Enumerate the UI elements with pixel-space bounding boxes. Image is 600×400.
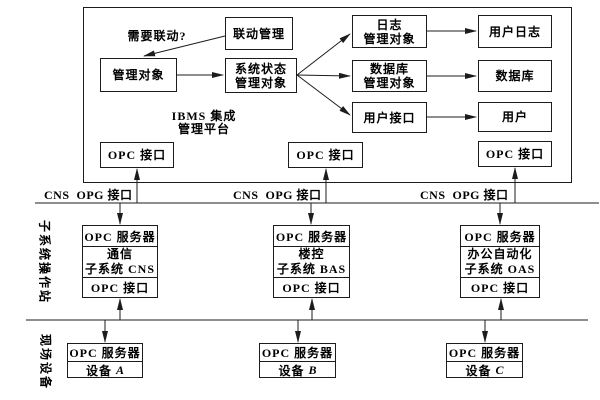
subsystem-oas-opc-interface: OPC 接口: [461, 277, 539, 297]
subsystem-cns-opc-server: OPC 服务器: [83, 226, 157, 248]
subsystem-layer-label: 子系统操作站: [37, 219, 52, 305]
subsystem-bas-opc-server: OPC 服务器: [274, 226, 349, 248]
device-b-prefix: 设备: [278, 364, 305, 378]
user-interface-box: 用户接口: [352, 102, 427, 133]
device-a-prefix: 设备: [85, 364, 112, 378]
device-a-letter: A: [116, 363, 125, 377]
subsystem-cns-opc-interface: OPC 接口: [83, 277, 157, 297]
ibms-platform-frame: [83, 7, 572, 183]
subsystem-bas-name: 楼控 子系统 BAS: [276, 247, 347, 277]
device-b: OPC 服务器 设备 B: [259, 343, 336, 378]
log-mgmt-box: 日志 管理对象: [352, 15, 427, 48]
platform-title: IBMS 集成 管理平台: [171, 109, 237, 136]
device-c-opc-server: OPC 服务器: [447, 346, 522, 362]
database-mgmt-box: 数据库 管理对象: [352, 60, 427, 92]
subsystem-bas-opc-interface: OPC 接口: [274, 277, 349, 297]
linkage-mgmt-box: 联动管理: [225, 17, 293, 50]
device-b-name: 设备 B: [260, 362, 335, 379]
subsystem-cns: OPC 服务器 通信 子系统 CNS OPC 接口: [82, 225, 158, 298]
device-c: OPC 服务器 设备 C: [446, 343, 523, 378]
subsystem-oas-name: 办公自动化 子系统 OAS: [464, 247, 536, 277]
system-status-mgmt-box: 系统状态 管理对象: [225, 58, 297, 93]
device-a: OPC 服务器 设备 A: [67, 343, 143, 378]
user-box: 用户: [478, 102, 552, 132]
field-layer-label: 现场设备: [38, 333, 53, 391]
database-box: 数据库: [478, 60, 552, 92]
subsystem-oas-opc-server: OPC 服务器: [461, 226, 539, 248]
platform-opc-interface-3: OPC 接口: [478, 141, 552, 167]
bus-label-3: CNS OPG 接口: [420, 188, 509, 202]
platform-opc-interface-1: OPC 接口: [100, 142, 174, 168]
device-a-opc-server: OPC 服务器: [68, 346, 142, 362]
device-c-prefix: 设备: [465, 364, 492, 378]
managed-object-box: 管理对象: [100, 58, 177, 92]
linkage-question-label: 需要联动?: [127, 29, 187, 43]
device-b-opc-server: OPC 服务器: [260, 346, 335, 362]
platform-opc-interface-2: OPC 接口: [288, 142, 363, 168]
user-log-box: 用户日志: [478, 15, 552, 48]
bus-label-2: CNS OPG 接口: [233, 188, 322, 202]
subsystem-bas: OPC 服务器 楼控 子系统 BAS OPC 接口: [273, 225, 350, 298]
device-b-letter: B: [308, 363, 317, 377]
bus-label-1: CNS OPG 接口: [44, 188, 133, 202]
device-c-letter: C: [495, 363, 504, 377]
subsystem-oas: OPC 服务器 办公自动化 子系统 OAS OPC 接口: [460, 225, 540, 298]
subsystem-cns-name: 通信 子系统 CNS: [84, 247, 155, 277]
device-a-name: 设备 A: [68, 362, 142, 379]
device-c-name: 设备 C: [447, 362, 522, 379]
